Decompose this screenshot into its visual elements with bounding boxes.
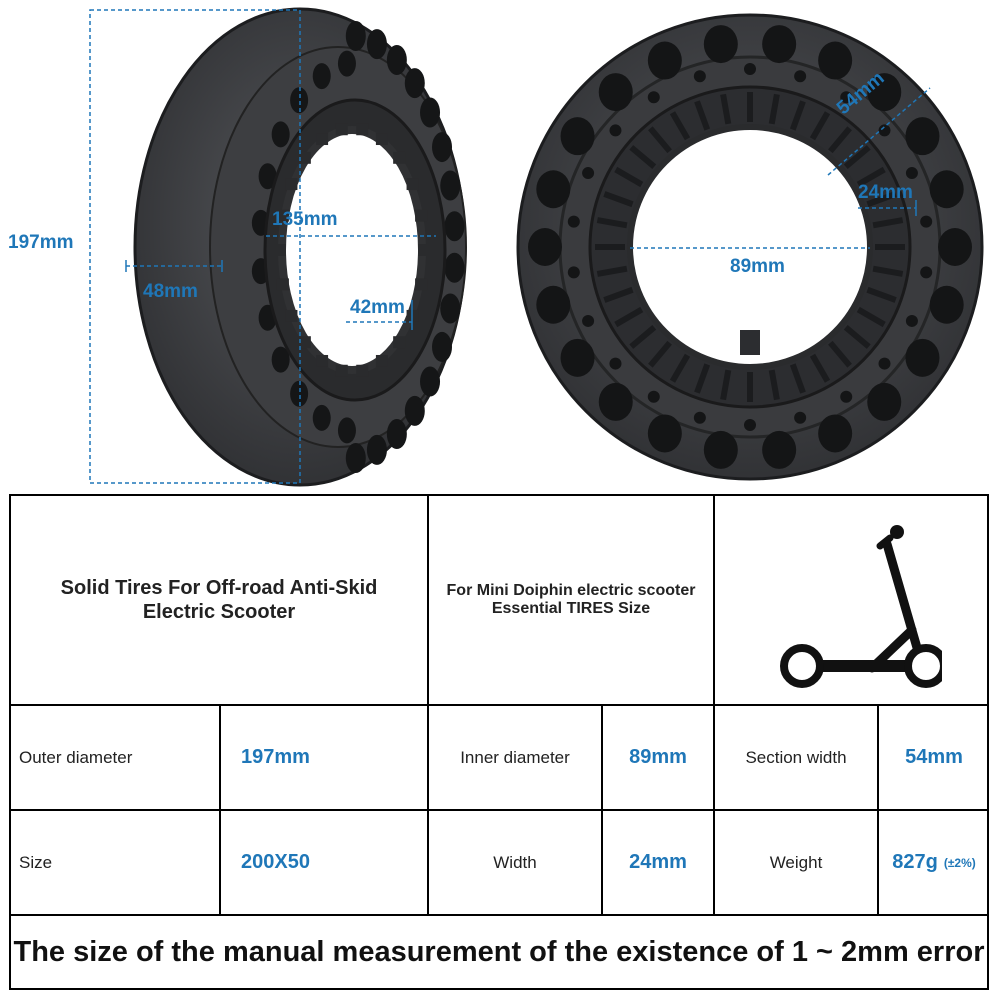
subtitle-line-2: Essential TIRES Size <box>491 600 651 617</box>
label-weight: Weight <box>769 852 823 872</box>
weight-tolerance: (±2%) <box>943 855 976 870</box>
label-width-cell: Width <box>493 852 537 872</box>
value-outer-diameter: 197mm <box>241 746 310 768</box>
tire-side-view <box>133 7 467 487</box>
weight-cell: 827g (±2%) <box>879 811 989 914</box>
measurement-note: The size of the manual measurement of th… <box>13 935 985 968</box>
product-image-area: 197mm 48mm 135mm 42mm 89mm 54mm 24mm <box>0 0 1000 490</box>
label-size: Size <box>19 852 53 872</box>
subtitle-line-1: For Mini Doiphin electric scooter <box>446 582 696 599</box>
label-section-width-cell: Section width <box>745 747 847 767</box>
dimension-lines <box>89 9 931 484</box>
value-weight: 827g <box>892 851 938 873</box>
value-section-width: 54mm <box>905 746 963 768</box>
product-title: Solid Tires For Off-road Anti-Skid Elect… <box>60 577 378 623</box>
label-outer-diameter: Outer diameter <box>19 747 133 767</box>
value-width: 24mm <box>629 851 687 873</box>
subtitle-block: For Mini Doiphin electric scooter Essent… <box>429 496 713 704</box>
label-inner-diameter-cell: Inner diameter <box>460 747 570 767</box>
tire-illustration <box>89 7 984 487</box>
label-rim-diameter: 135mm <box>272 209 338 230</box>
label-height: 197mm <box>8 232 74 253</box>
scooter-icon <box>715 496 989 704</box>
tire-front-view <box>516 13 984 481</box>
label-inner-diameter: 89mm <box>730 256 785 277</box>
value-size: 200X50 <box>241 851 310 873</box>
value-inner-diameter: 89mm <box>629 746 687 768</box>
label-tread-width: 48mm <box>143 281 198 302</box>
label-width: 24mm <box>858 182 913 203</box>
label-hub-width: 42mm <box>350 297 405 318</box>
spec-table: Solid Tires For Off-road Anti-Skid Elect… <box>9 494 989 990</box>
